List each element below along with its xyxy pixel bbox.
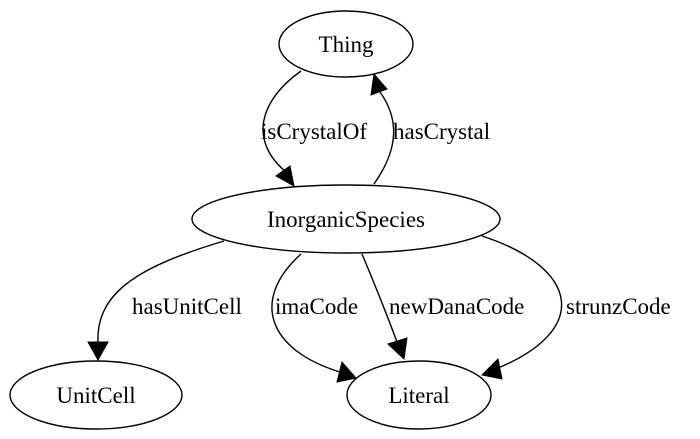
edge-strunz-code-line bbox=[481, 235, 563, 369]
edge-has-crystal-line bbox=[373, 91, 395, 185]
node-unit-cell-ellipse bbox=[9, 360, 183, 430]
node-literal[interactable]: Literal bbox=[346, 360, 492, 430]
node-inorganic-species[interactable]: InorganicSpecies bbox=[191, 184, 501, 254]
node-thing-ellipse bbox=[278, 10, 414, 78]
edge-has-crystal-label: hasCrystal bbox=[393, 119, 490, 144]
edge-has-crystal bbox=[370, 72, 395, 185]
edge-strunz-code bbox=[480, 235, 563, 380]
edge-new-dana-code-arrowhead bbox=[387, 337, 408, 361]
node-thing[interactable]: Thing bbox=[278, 10, 414, 78]
edge-ima-code-label: imaCode bbox=[275, 294, 358, 319]
edge-has-unit-cell-arrowhead bbox=[87, 341, 109, 362]
edge-is-crystal-of-label: isCrystalOf bbox=[261, 119, 367, 144]
edge-has-crystal-arrowhead bbox=[370, 72, 388, 96]
node-literal-label: Literal bbox=[388, 383, 449, 408]
edge-is-crystal-of-arrowhead bbox=[275, 165, 295, 187]
edge-has-unit-cell-label: hasUnitCell bbox=[132, 294, 242, 319]
edge-new-dana-code-line bbox=[361, 253, 398, 343]
edge-strunz-code-arrowhead bbox=[480, 357, 503, 380]
node-thing-label: Thing bbox=[319, 32, 374, 57]
edge-ima-code bbox=[271, 253, 357, 383]
edge-ima-code-line bbox=[271, 253, 341, 373]
node-unit-cell-label: UnitCell bbox=[56, 383, 135, 408]
edge-has-unit-cell-line bbox=[97, 240, 225, 343]
node-unit-cell[interactable]: UnitCell bbox=[9, 360, 183, 430]
edge-new-dana-code bbox=[361, 253, 408, 361]
edge-has-unit-cell bbox=[87, 240, 225, 362]
edge-new-dana-code-label: newDanaCode bbox=[389, 294, 524, 319]
node-literal-ellipse bbox=[346, 360, 492, 430]
edge-ima-code-arrowhead bbox=[336, 360, 357, 383]
edge-is-crystal-of bbox=[262, 70, 302, 187]
node-inorganic-species-label: InorganicSpecies bbox=[267, 207, 425, 232]
node-inorganic-species-ellipse bbox=[191, 184, 501, 254]
edge-strunz-code-label: strunzCode bbox=[566, 294, 671, 319]
edge-is-crystal-of-line bbox=[262, 70, 302, 173]
